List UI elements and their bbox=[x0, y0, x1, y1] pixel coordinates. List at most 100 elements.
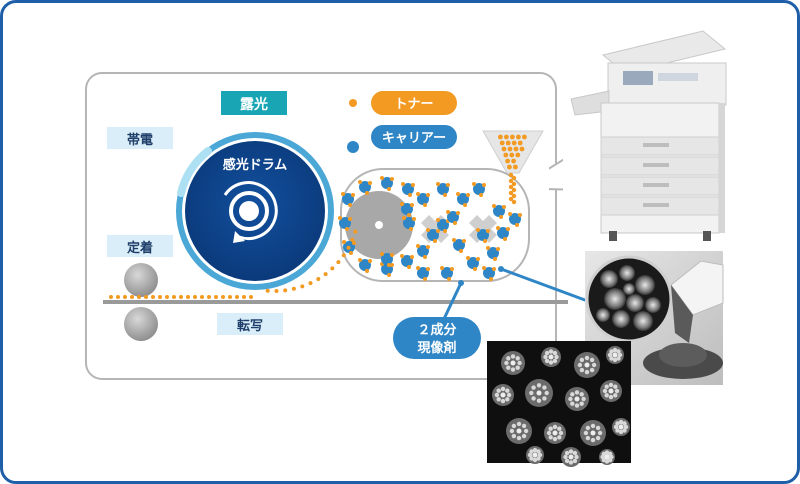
toner-dot bbox=[221, 295, 225, 299]
carrier-particle bbox=[417, 245, 429, 257]
carrier-particle bbox=[401, 255, 413, 267]
toner-dot bbox=[308, 281, 313, 286]
charging-label-box bbox=[107, 127, 173, 149]
carrier-particle bbox=[401, 203, 413, 215]
carrier-particle bbox=[483, 267, 495, 279]
two-component-label-line1: ２成分 bbox=[417, 322, 456, 338]
carrier-particle bbox=[402, 183, 414, 195]
toner-legend-dot bbox=[349, 99, 357, 107]
toner-dot bbox=[151, 295, 155, 299]
toner-dot bbox=[508, 196, 514, 202]
carrier-particle bbox=[403, 217, 415, 229]
toner-dot bbox=[511, 181, 517, 187]
sem-sphere bbox=[635, 275, 655, 295]
sem-sphere bbox=[612, 310, 630, 328]
toner-dot bbox=[513, 146, 519, 152]
toner-dot bbox=[508, 190, 514, 196]
toner-dot bbox=[504, 134, 509, 140]
toner-dot bbox=[130, 295, 134, 299]
toner-dot bbox=[137, 295, 141, 299]
toner-dot bbox=[508, 178, 514, 184]
toner-dot bbox=[109, 295, 113, 299]
exposure-label: 露光 bbox=[240, 96, 268, 113]
sem-sphere bbox=[645, 297, 661, 313]
carrier-particle bbox=[339, 217, 351, 229]
toner-legend-box bbox=[371, 91, 457, 115]
toner-dot bbox=[179, 295, 183, 299]
toner-dot bbox=[507, 146, 513, 152]
carrier-particle bbox=[359, 259, 371, 271]
developer-particles-micrograph-image bbox=[487, 341, 631, 467]
toner-dot bbox=[116, 295, 120, 299]
toner-dot bbox=[172, 295, 176, 299]
carrier-legend-dot bbox=[347, 141, 359, 153]
toner-dot bbox=[235, 295, 239, 299]
toner-dot bbox=[274, 289, 279, 293]
diagram-canvas: 露光 帯電 感光ドラム 定着 転写 トナー キャリアー ２成分 現像剤 bbox=[85, 23, 783, 467]
sem-sphere bbox=[596, 308, 610, 322]
sem-sphere bbox=[604, 288, 626, 310]
toner-dot bbox=[158, 295, 162, 299]
carrier-particle bbox=[437, 183, 449, 195]
carrier-particle bbox=[381, 253, 393, 265]
two-component-label-line2: 現像剤 bbox=[417, 340, 456, 356]
toner-dot bbox=[511, 158, 516, 164]
transfer-label: 転写 bbox=[237, 318, 263, 334]
carrier-particle bbox=[473, 183, 485, 195]
toner-dot bbox=[515, 152, 521, 158]
sem-sphere bbox=[626, 294, 644, 312]
paper-path bbox=[103, 300, 568, 304]
toner-dot bbox=[228, 295, 232, 299]
toner-dot bbox=[336, 260, 341, 265]
toner-dot bbox=[207, 295, 211, 299]
toner-trail bbox=[109, 134, 527, 299]
carrier-particle bbox=[437, 219, 449, 231]
exposure-label-box bbox=[221, 91, 287, 115]
two-component-label-box bbox=[393, 317, 481, 359]
toner-dot bbox=[165, 295, 169, 299]
toner-dot bbox=[522, 134, 527, 140]
charging-label: 帯電 bbox=[127, 132, 153, 148]
carrier-particle bbox=[509, 213, 521, 225]
carrier-particle bbox=[417, 267, 429, 279]
copier-machine-image bbox=[563, 23, 783, 248]
toner-dot bbox=[513, 164, 518, 170]
toner-particles-micrograph-image bbox=[585, 251, 724, 385]
carrier-particle bbox=[467, 257, 479, 269]
toner-dot bbox=[300, 284, 305, 289]
toner-dot bbox=[511, 140, 517, 146]
toner-dot bbox=[499, 140, 505, 146]
carrier-legend-box bbox=[371, 125, 457, 149]
toner-dot bbox=[511, 199, 517, 205]
rotate-clockwise-icon bbox=[223, 181, 278, 243]
carrier-particle bbox=[359, 181, 371, 193]
toner-dot bbox=[123, 295, 127, 299]
fixing-label-box bbox=[107, 235, 173, 257]
sem-sphere bbox=[619, 265, 635, 281]
toner-dot bbox=[516, 134, 521, 140]
toner-dot bbox=[505, 140, 511, 146]
toner-dot bbox=[186, 295, 190, 299]
fixing-roller-bottom bbox=[124, 307, 158, 341]
toner-dot bbox=[265, 288, 270, 293]
toner-dot bbox=[249, 295, 253, 299]
toner-dot bbox=[214, 295, 218, 299]
toner-dot bbox=[510, 134, 515, 140]
toner-dot bbox=[341, 253, 346, 258]
carrier-particle bbox=[477, 229, 489, 241]
carrier-particle bbox=[381, 177, 393, 189]
toner-dot bbox=[501, 146, 507, 152]
drum-label: 感光ドラム bbox=[223, 157, 288, 173]
toner-dot bbox=[498, 134, 503, 140]
carrier-particle bbox=[427, 229, 439, 241]
toner-dot bbox=[353, 229, 358, 234]
toner-dot bbox=[200, 295, 204, 299]
carrier-particle bbox=[417, 193, 429, 205]
toner-dot bbox=[509, 152, 515, 158]
carrier-particle bbox=[457, 193, 469, 205]
toner-dot bbox=[144, 295, 148, 299]
toner-dot bbox=[517, 140, 523, 146]
carrier-particle bbox=[447, 211, 459, 223]
carrier-particle bbox=[441, 267, 453, 279]
